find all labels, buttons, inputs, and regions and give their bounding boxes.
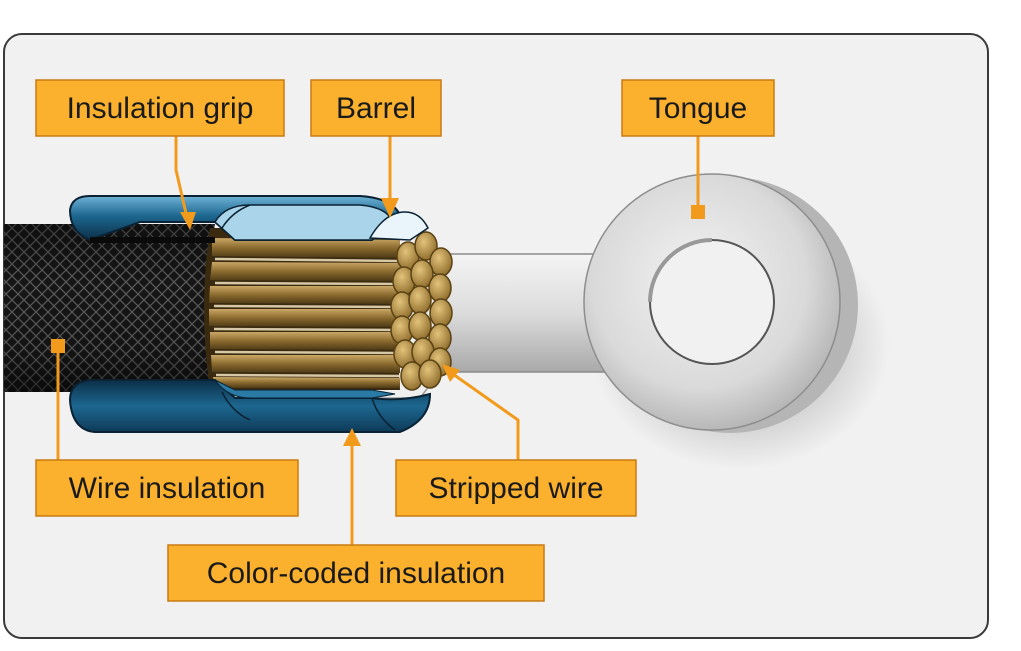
- callout-color-coded-insulation: Color-coded insulation: [167, 544, 545, 602]
- leader-stripped-wire: [449, 370, 520, 465]
- barrel-arrowhead: [381, 198, 399, 218]
- callout-stripped-wire: Stripped wire: [395, 459, 637, 517]
- callout-insulation-grip: Insulation grip: [35, 79, 285, 137]
- label-tongue: Tongue: [649, 92, 747, 125]
- wire-insulation-shape: [4, 224, 215, 392]
- label-insulation-grip: Insulation grip: [67, 92, 254, 125]
- color-coded-insulation-arrowhead: [343, 428, 361, 446]
- leader-insulation-grip: [174, 136, 190, 223]
- color-coded-insulation-shape: [68, 195, 432, 433]
- stripped-wire-shape: [204, 228, 453, 391]
- tongue-marker: [691, 205, 705, 219]
- wire-insulation-marker: [51, 339, 65, 353]
- callout-tongue: Tongue: [621, 79, 775, 137]
- leader-lines: [56, 136, 700, 545]
- callout-barrel: Barrel: [310, 79, 442, 137]
- tongue-shape: [439, 173, 858, 433]
- label-stripped-wire: Stripped wire: [428, 472, 603, 505]
- insulation-grip-arrowhead: [180, 212, 196, 230]
- stripped-wire-arrowhead: [442, 364, 460, 382]
- callout-wire-insulation: Wire insulation: [35, 459, 299, 517]
- label-color-coded-insulation: Color-coded insulation: [207, 557, 506, 590]
- label-wire-insulation: Wire insulation: [69, 472, 266, 505]
- label-barrel: Barrel: [336, 92, 416, 125]
